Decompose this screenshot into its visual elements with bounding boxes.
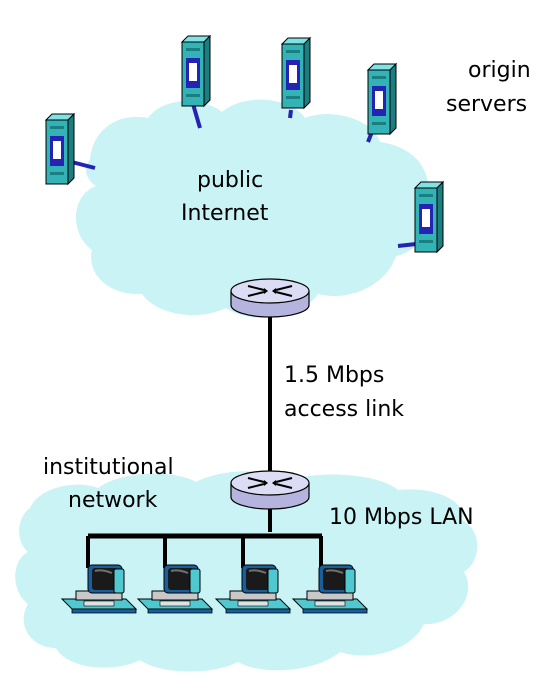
access-link-label-line1: 1.5 Mbps xyxy=(284,363,384,388)
public-internet-label-line2: Internet xyxy=(181,201,269,226)
institutional-network-label-line1: institutional xyxy=(43,455,174,480)
origin-server-1-icon xyxy=(45,113,75,185)
server-link-5 xyxy=(397,242,417,248)
server-link-2 xyxy=(191,103,202,129)
origin-server-2-icon xyxy=(181,35,211,107)
public-internet-cloud xyxy=(75,99,432,318)
public-internet-label-line1: public xyxy=(197,168,263,193)
origin-server-3-icon xyxy=(281,37,311,109)
institutional-network-label-line2: network xyxy=(68,488,158,513)
origin-servers-label-line2: servers xyxy=(446,92,527,117)
institutional-router-icon xyxy=(230,470,310,510)
origin-server-4-icon xyxy=(367,63,397,135)
origin-server-5-icon xyxy=(414,181,444,253)
lan-label: 10 Mbps LAN xyxy=(329,505,474,530)
server-link-3 xyxy=(288,109,293,119)
edge-router-icon xyxy=(230,278,310,318)
access-link-label-line2: access link xyxy=(284,397,404,422)
origin-servers-label-line1: origin xyxy=(468,58,531,83)
